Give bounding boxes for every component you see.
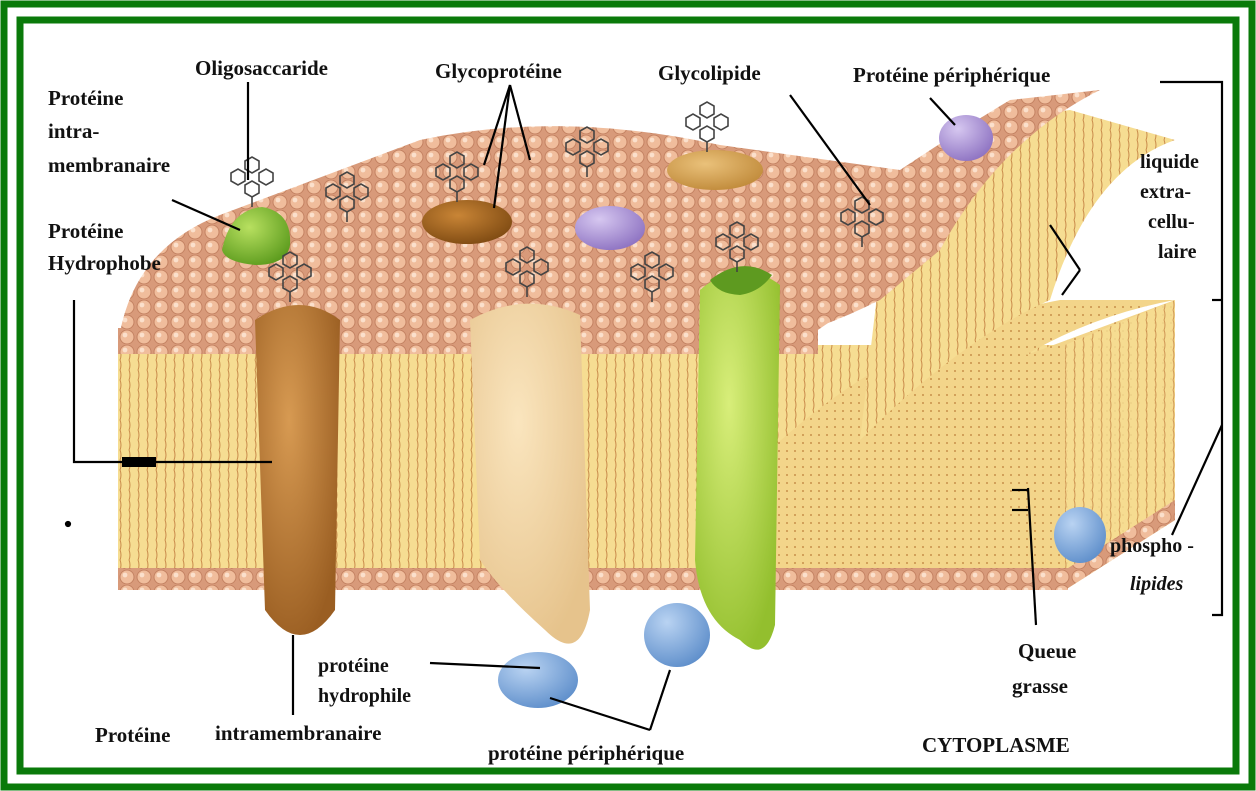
label-proteine-hydrophobe-1: Protéine bbox=[48, 219, 123, 243]
label-proteine-bottom: Protéine bbox=[95, 723, 170, 747]
blue-peripheral-protein-2 bbox=[644, 603, 710, 667]
label-liquide-3: cellu- bbox=[1148, 211, 1195, 233]
label-glycolipide: Glycolipide bbox=[658, 61, 761, 85]
label-proteine-hydrophile-2: hydrophile bbox=[318, 685, 411, 707]
purple-protein-center bbox=[575, 206, 645, 250]
cream-integral-protein bbox=[470, 304, 590, 644]
brown-integral-protein bbox=[255, 305, 340, 635]
label-proteine-intra-1: Protéine bbox=[48, 86, 123, 110]
label-grasse: grasse bbox=[1012, 674, 1068, 698]
label-intramembranaire-bottom: intramembranaire bbox=[215, 721, 381, 745]
blue-peripheral-protein-1 bbox=[498, 652, 578, 708]
label-proteine-hydrophobe-2: Hydrophobe bbox=[48, 251, 161, 275]
label-proteine-intra-2: intra- bbox=[48, 119, 99, 143]
label-liquide-2: extra- bbox=[1140, 181, 1191, 203]
label-proteine-intra-3: membranaire bbox=[48, 153, 170, 177]
blue-peripheral-protein-3 bbox=[1054, 507, 1106, 563]
label-liquide-1: liquide bbox=[1140, 151, 1199, 173]
purple-peripheral-protein-top bbox=[939, 115, 993, 161]
label-oligosaccaride: Oligosaccaride bbox=[195, 56, 328, 80]
label-phospho-2: lipides bbox=[1130, 573, 1184, 595]
integral-proteins bbox=[255, 266, 780, 650]
tan-glycolipid-blob bbox=[667, 150, 763, 190]
label-queue: Queue bbox=[1018, 639, 1076, 663]
label-liquide-4: laire bbox=[1158, 241, 1197, 263]
label-glycoproteine: Glycoprotéine bbox=[435, 59, 562, 83]
label-phospho-1: phospho - bbox=[1110, 535, 1194, 557]
label-proteine-peripherique-bottom: protéine périphérique bbox=[488, 741, 684, 765]
label-proteine-peripherique-top: Protéine périphérique bbox=[853, 63, 1050, 87]
green-integral-protein bbox=[695, 271, 780, 649]
label-cytoplasme: CYTOPLASME bbox=[922, 733, 1070, 757]
label-proteine-hydrophile-1: protéine bbox=[318, 655, 389, 677]
dark-brown-glycoprotein bbox=[422, 200, 512, 244]
